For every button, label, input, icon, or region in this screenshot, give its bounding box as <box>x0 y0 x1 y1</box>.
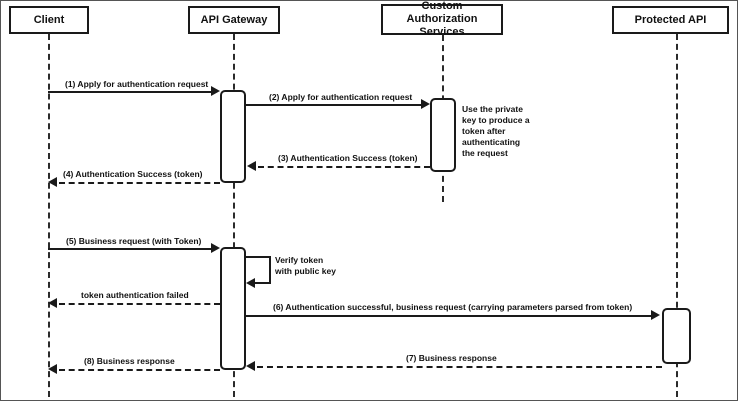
message-1-arrowhead <box>211 86 220 96</box>
participant-api-gateway[interactable]: API Gateway <box>188 6 280 34</box>
self-loop-right-segment <box>269 256 271 284</box>
activation-api-gateway-auth <box>220 90 246 183</box>
private-key-note-line-5: the request <box>462 148 508 158</box>
participant-protected-api[interactable]: Protected API <box>612 6 729 34</box>
message-8-label: (8) Business response <box>84 356 175 366</box>
message-5-line <box>48 248 211 250</box>
message-6-label: (6) Authentication successful, business … <box>273 302 633 312</box>
private-key-note-line-1: Use the private <box>462 104 523 114</box>
message-1-line <box>48 91 211 93</box>
self-loop-arrowhead <box>246 278 255 288</box>
message-8-arrowhead <box>48 364 57 374</box>
verify-token-note-line-1: Verify token <box>275 255 324 265</box>
message-5-label: (5) Business request (with Token) <box>66 236 202 246</box>
message-5-arrowhead <box>211 243 220 253</box>
message-4-line <box>59 182 220 184</box>
message-4-arrowhead <box>48 177 57 187</box>
message-2-arrowhead <box>421 99 430 109</box>
activation-api-gateway-business <box>220 247 246 370</box>
participant-client-label: Client <box>33 13 65 26</box>
private-key-note: Use the private key to produce a token a… <box>462 104 542 159</box>
participant-client[interactable]: Client <box>9 6 89 34</box>
message-2-line <box>246 104 421 106</box>
message-auth-failed-arrowhead <box>48 298 57 308</box>
activation-custom-auth <box>430 98 456 172</box>
verify-token-note: Verify token with public key <box>275 255 336 277</box>
verify-token-note-line-2: with public key <box>275 266 336 276</box>
message-auth-failed-label: token authentication failed <box>81 290 189 300</box>
participant-protected-api-label: Protected API <box>634 13 707 26</box>
private-key-note-line-2: key to produce a <box>462 115 530 125</box>
message-1-label: (1) Apply for authentication request <box>65 79 209 89</box>
private-key-note-line-3: token after <box>462 126 506 136</box>
self-loop-bottom-segment <box>254 282 271 284</box>
message-3-arrowhead <box>247 161 256 171</box>
lifeline-api-gateway <box>233 34 235 397</box>
message-8-line <box>59 369 220 371</box>
message-6-arrowhead <box>651 310 660 320</box>
message-4-label: (4) Authentication Success (token) <box>63 169 203 179</box>
activation-protected-api <box>662 308 691 364</box>
participant-custom-auth-label: Custom Authorization Services <box>406 0 478 38</box>
participant-api-gateway-label: API Gateway <box>200 13 268 26</box>
private-key-note-line-4: authenticating <box>462 137 521 147</box>
message-7-arrowhead <box>246 361 255 371</box>
message-7-label: (7) Business response <box>406 353 497 363</box>
message-3-line <box>258 166 430 168</box>
message-6-line <box>246 315 651 317</box>
message-auth-failed-line <box>59 303 220 305</box>
lifeline-protected-api <box>676 34 678 397</box>
lifeline-client <box>48 34 50 397</box>
participant-custom-auth[interactable]: Custom Authorization Services <box>381 1 503 38</box>
message-3-label: (3) Authentication Success (token) <box>278 153 418 163</box>
self-loop-top-segment <box>246 256 271 258</box>
message-7-line <box>257 366 662 368</box>
message-2-label: (2) Apply for authentication request <box>269 92 413 102</box>
